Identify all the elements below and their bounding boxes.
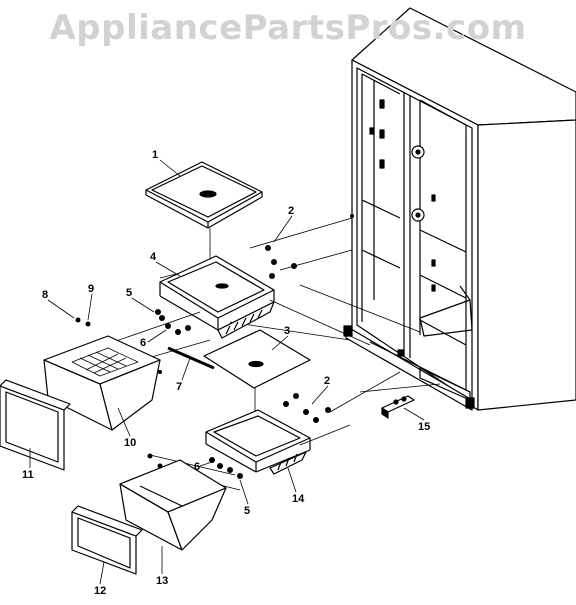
callout-leaders (29, 159, 425, 585)
callout-6-lower: 6 (194, 461, 200, 473)
fasteners (75, 214, 354, 479)
callout-1: 1 (152, 149, 158, 161)
callout-11: 11 (22, 469, 34, 481)
callout-10: 10 (124, 437, 136, 449)
callout-labels: 1 2 3 4 5 6 7 8 9 10 11 12 13 14 15 2 5 … (22, 149, 430, 597)
part-3-glass-shelf (203, 329, 311, 389)
refrigerator-cabinet (343, 7, 576, 411)
callout-14: 14 (292, 493, 305, 505)
callout-3: 3 (284, 325, 290, 337)
callout-5-lower: 5 (244, 505, 250, 517)
site-watermark: AppliancePartsPros.com (49, 8, 527, 48)
part-13-crisper-pan (119, 459, 227, 551)
part-4-crisper-cover (159, 255, 275, 339)
part-12-pan-front (71, 505, 143, 575)
part-15-bracket (381, 395, 415, 419)
callout-12: 12 (94, 585, 106, 597)
part-10-crisper-pan (43, 335, 161, 431)
callout-7: 7 (176, 381, 182, 393)
part-1-shelf (145, 161, 263, 229)
callout-5-upper: 5 (126, 287, 132, 299)
part-11-pan-front (0, 379, 71, 471)
callout-2-lower: 2 (324, 375, 330, 387)
part-7-rod (167, 346, 215, 370)
callout-2-upper: 2 (288, 205, 294, 217)
callout-8: 8 (42, 289, 48, 301)
callout-4: 4 (150, 251, 157, 263)
callout-15: 15 (418, 421, 430, 433)
callout-9: 9 (88, 283, 94, 295)
callout-13: 13 (156, 575, 168, 587)
callout-6-upper: 6 (140, 337, 146, 349)
part-14-crisper-cover (205, 409, 311, 475)
